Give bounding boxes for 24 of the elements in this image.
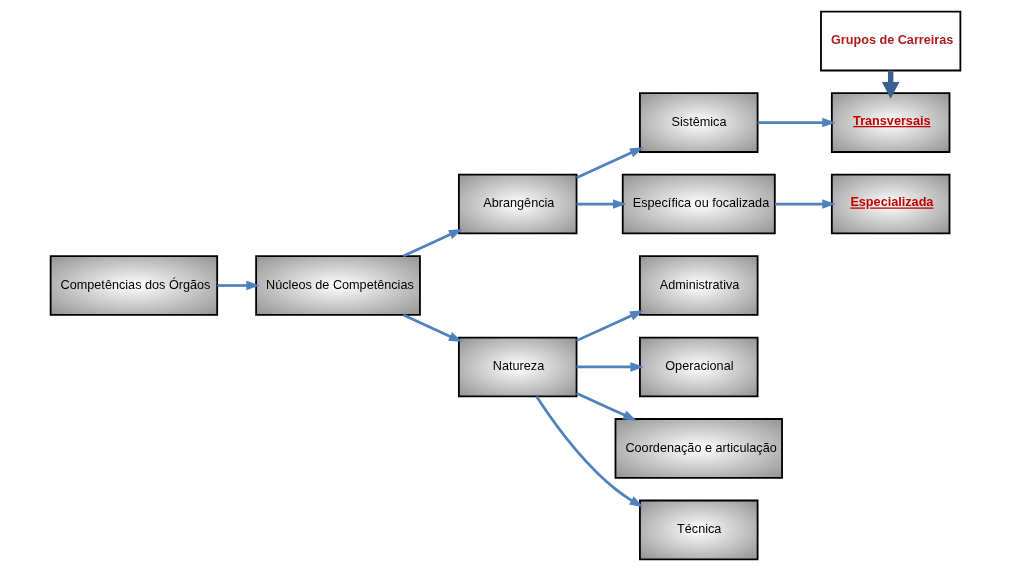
arrow — [575, 392, 637, 421]
arrow — [774, 199, 836, 209]
node-box: Coordenação e articulação — [614, 418, 783, 479]
node-box: Específica ou focalizada — [621, 173, 776, 235]
node-box: Grupos de Carreiras — [819, 10, 961, 72]
arrow — [402, 228, 462, 258]
node-box: Administrativa — [638, 255, 758, 316]
arrow — [757, 117, 836, 128]
node-box: Abrangência — [457, 173, 577, 235]
node-box: Competências dos Órgãos — [49, 255, 218, 316]
arrow — [575, 310, 644, 342]
node-box: Operacional — [638, 336, 758, 398]
arrow — [402, 313, 462, 343]
node-box: Transversais — [830, 92, 950, 153]
node-box: Técnica — [638, 499, 758, 561]
arrow — [534, 395, 643, 508]
arrow — [216, 280, 260, 291]
node-box: Natureza — [457, 336, 577, 398]
arrow — [576, 199, 627, 209]
arrow — [575, 147, 644, 179]
node-box: Sistêmica — [638, 92, 758, 153]
node-box: Especializada — [830, 173, 950, 235]
node-box: Núcleos de Competências — [254, 255, 421, 316]
arrow — [576, 362, 644, 372]
